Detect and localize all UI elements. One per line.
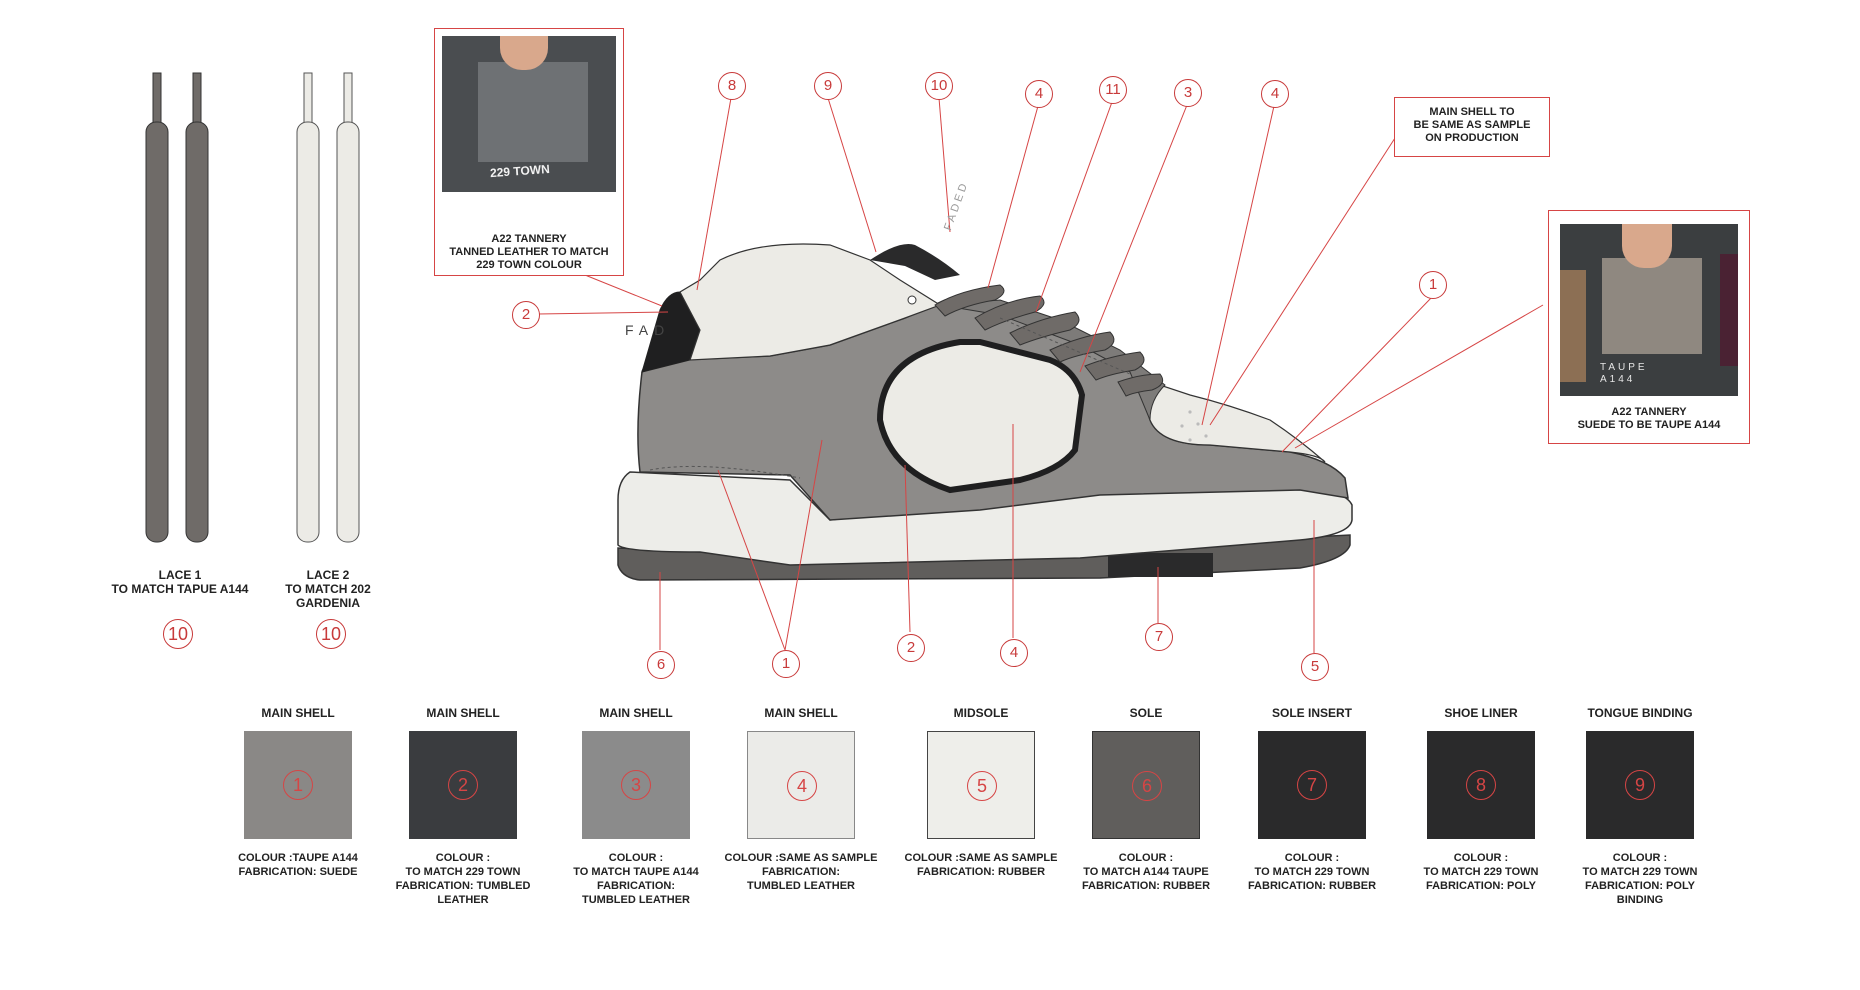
swatch-tile-6: 6 [1092,731,1200,839]
suede-sample-patch [1602,258,1702,354]
finger-shape [500,36,548,70]
swatch-number-2: 2 [448,770,478,800]
tannery-leather-caption: A22 TANNERY TANNED LEATHER TO MATCH 229 … [449,233,609,271]
swatch-title-7: SOLE INSERT [1271,706,1352,720]
callout-10: 10 [925,72,953,100]
callout-8: 8 [718,72,746,100]
swatch-tile-4: 4 [747,731,855,839]
callout-11: 11 [1099,76,1127,104]
swatch-number-5: 5 [967,771,997,801]
swatch-title-1: MAIN SHELL [261,706,335,720]
sneaker-illustration [617,243,1353,581]
heel-logo-text: FAD [625,322,671,338]
callout-3: 3 [1174,79,1202,107]
swatch-title-4: MAIN SHELL [764,706,838,720]
callout-2-bottom: 2 [897,634,925,662]
main-shell-note-text: MAIN SHELL TO BE SAME AS SAMPLE ON PRODU… [1413,106,1531,144]
swatch-title-9: TONGUE BINDING [1587,706,1693,720]
swatch-desc-4: COLOUR :SAME AS SAMPLE FABRICATION: TUMB… [724,852,878,892]
swatch-title-5: MIDSOLE [953,706,1009,720]
swatch-number-6: 6 [1132,771,1162,801]
swatch-tile-8: 8 [1427,731,1535,839]
swatch-tile-7: 7 [1258,731,1366,839]
lace-2-callout: 10 [316,619,346,649]
lace-1-callout: 10 [163,619,193,649]
swatch-number-8: 8 [1466,770,1496,800]
swatch-title-2: MAIN SHELL [426,706,500,720]
swatch-tile-9: 9 [1586,731,1694,839]
callout-4-bottom: 4 [1000,639,1028,667]
lace-1-label: LACE 1 TO MATCH TAPUE A144 [111,568,249,596]
lace-2-label: LACE 2 TO MATCH 202 GARDENIA [285,568,371,610]
swatch-tile-5: 5 [927,731,1035,839]
leather-sample-label: 229 TOWN [489,161,551,181]
tannery-suede-box: TAUPE A144 A22 TANNERY SUEDE TO BE TAUPE… [1548,210,1750,444]
swatch-number-4: 4 [787,771,817,801]
callout-9: 9 [814,72,842,100]
main-shell-note-box: MAIN SHELL TO BE SAME AS SAMPLE ON PRODU… [1394,97,1550,157]
callout-1-toe: 1 [1419,271,1447,299]
swatch-tile-3: 3 [582,731,690,839]
lace-2-drawing [296,72,360,543]
suede-sample-photo: TAUPE A144 [1560,224,1738,396]
swatch-desc-9: COLOUR : TO MATCH 229 TOWN FABRICATION: … [1582,852,1698,906]
lace-1-drawing [145,72,209,543]
callout-4-top-b: 4 [1261,80,1289,108]
leather-sample-photo: 229 TOWN [442,36,616,192]
callout-1-bottom: 1 [772,650,800,678]
swatch-number-3: 3 [621,770,651,800]
finger-shape-right [1622,224,1672,268]
tannery-suede-caption: A22 TANNERY SUEDE TO BE TAUPE A144 [1577,406,1721,431]
swatch-number-9: 9 [1625,770,1655,800]
swatch-desc-1: COLOUR :TAUPE A144 FABRICATION: SUEDE [238,852,358,878]
callout-5: 5 [1301,653,1329,681]
callout-6: 6 [647,651,675,679]
swatch-tile-2: 2 [409,731,517,839]
suede-sample-label: TAUPE A144 [1600,362,1648,385]
swatch-number-1: 1 [283,770,313,800]
swatch-title-6: SOLE [1129,706,1163,720]
swatch-title-3: MAIN SHELL [599,706,673,720]
swatch-tan [1560,270,1586,382]
swatch-number-7: 7 [1297,770,1327,800]
leather-sample-patch [478,62,588,162]
swatch-desc-2: COLOUR : TO MATCH 229 TOWN FABRICATION: … [395,852,531,906]
swatch-burgundy [1720,254,1738,366]
swatch-desc-7: COLOUR : TO MATCH 229 TOWN FABRICATION: … [1247,852,1377,892]
callout-2-heel: 2 [512,301,540,329]
swatch-desc-5: COLOUR :SAME AS SAMPLE FABRICATION: RUBB… [904,852,1058,878]
leader-lines [537,97,1544,653]
swatch-title-8: SHOE LINER [1444,706,1518,720]
callout-4-top-a: 4 [1025,80,1053,108]
tannery-leather-box: 229 TOWN A22 TANNERY TANNED LEATHER TO M… [434,28,624,276]
swatch-desc-8: COLOUR : TO MATCH 229 TOWN FABRICATION: … [1423,852,1539,892]
swatch-desc-3: COLOUR : TO MATCH TAUPE A144 FABRICATION… [573,852,699,906]
swatch-desc-6: COLOUR : TO MATCH A144 TAUPE FABRICATION… [1081,852,1211,892]
swatch-tile-1: 1 [244,731,352,839]
callout-7: 7 [1145,623,1173,651]
